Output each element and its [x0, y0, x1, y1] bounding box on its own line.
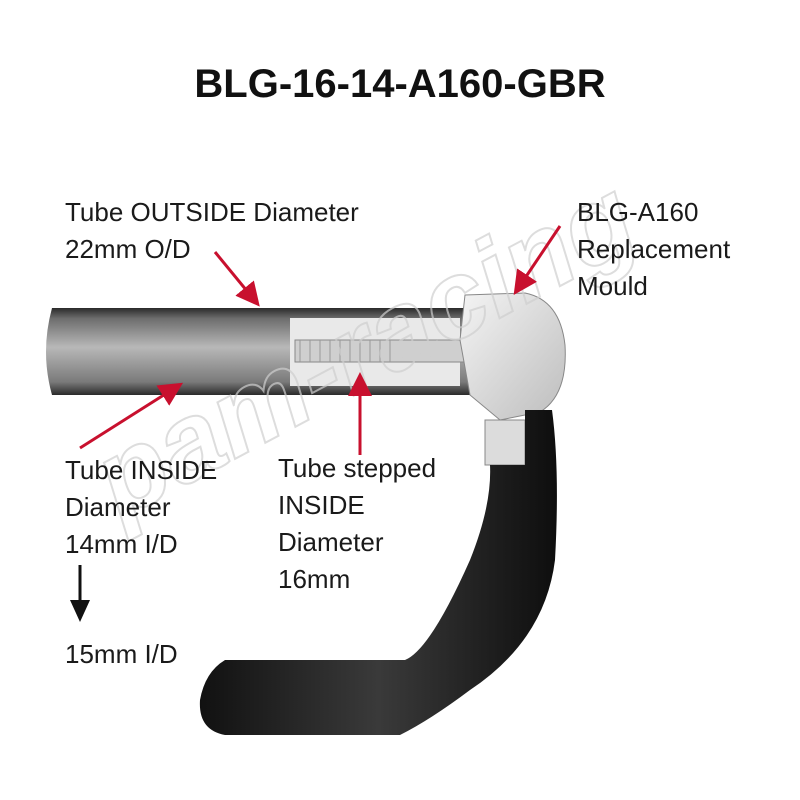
page-title: BLG-16-14-A160-GBR [194, 62, 606, 106]
label-line: 22mm O/D [65, 234, 191, 264]
label-outside-diameter: Tube OUTSIDE Diameter 22mm O/D [65, 194, 359, 268]
down-arrow-icon [70, 565, 90, 622]
label-line: Diameter [65, 492, 171, 522]
arrow-mould [513, 225, 562, 295]
label-line: Mould [577, 271, 648, 301]
label-replacement-mould: BLG-A160 Replacement Mould [577, 194, 730, 305]
label-line: Tube OUTSIDE Diameter [65, 197, 359, 227]
label-line: Replacement [577, 234, 731, 264]
label-inside-alt: 15mm I/D [65, 639, 178, 669]
brake-lever-guard [199, 410, 557, 735]
label-inside-diameter: Tube INSIDE Diameter 14mm I/D [65, 452, 217, 563]
label-line: Tube stepped [278, 453, 437, 483]
label-line: Tube INSIDE [65, 455, 218, 485]
label-line: INSIDE [278, 490, 365, 520]
label-line: 14mm I/D [65, 529, 178, 559]
arrow-outside [213, 251, 260, 307]
label-line: BLG-A160 [577, 197, 699, 227]
arrow-inside [79, 382, 184, 450]
label-stepped-inside: Tube stepped INSIDE Diameter 16mm [278, 450, 436, 598]
label-line: 16mm [278, 564, 351, 594]
label-line: Diameter [278, 527, 384, 557]
